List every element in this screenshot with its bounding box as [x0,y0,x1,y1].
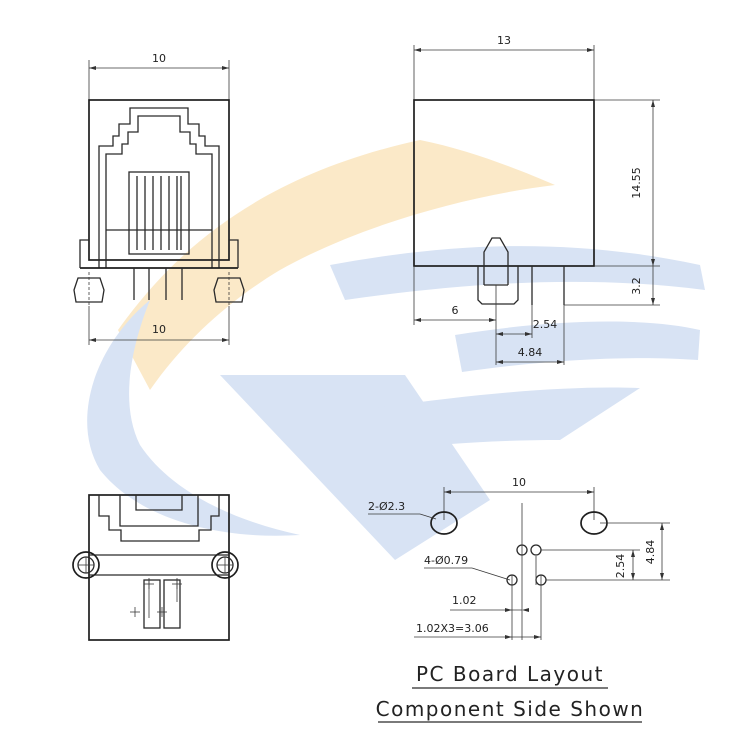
watermark-blue-arc [87,300,300,536]
side-height-label: 14.55 [630,167,643,199]
side-pitch-label: 2.54 [533,318,558,331]
watermark-blue-band-bottom [300,387,640,460]
pcb-mount-spacing-label: 10 [512,476,526,489]
pcb-mount-hole-label: 2-Ø2.3 [368,500,405,513]
front-view: 10 10 [73,52,245,345]
front-width-top-label: 10 [152,52,166,65]
side-pitch-total-label: 4.84 [518,346,543,359]
side-offset-label: 6 [452,304,459,317]
watermark-blue-band-lower [455,321,700,372]
pcb-pin-hole-label: 4-Ø0.79 [424,554,468,567]
watermark-yellow-swoosh [118,140,555,390]
pcb-pin-span-label: 1.02X3=3.06 [416,622,489,635]
side-lead-length-label: 3.2 [630,277,643,295]
bottom-view [72,494,239,641]
pcb-caption-subtitle: Component Side Shown [376,697,645,721]
front-width-bottom-label: 10 [152,323,166,336]
pcb-caption-title: PC Board Layout [416,662,604,686]
side-view: 13 14.55 3.2 6 2.54 [413,34,660,365]
pcb-layout: 10 2-Ø2.3 4-Ø0.79 2.54 4.84 [368,476,670,723]
pcb-row-offset-label: 2.54 [614,554,627,579]
pcb-row-total-label: 4.84 [644,540,657,565]
side-width-label: 13 [497,34,511,47]
pcb-pin-pitch-label: 1.02 [452,594,477,607]
watermark-logo [87,140,705,560]
